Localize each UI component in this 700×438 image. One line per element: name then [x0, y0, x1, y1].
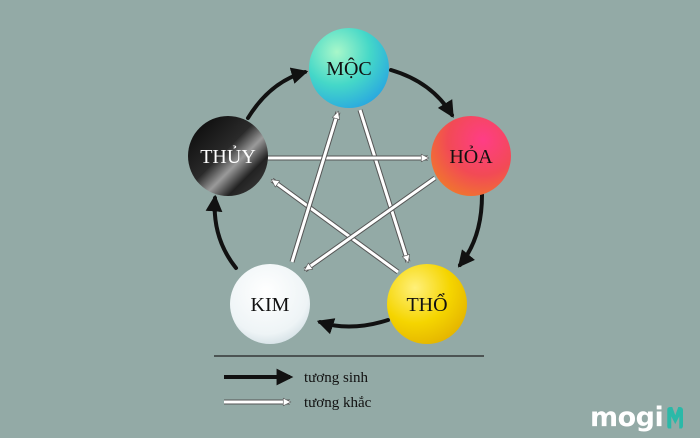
node-kim-label: KIM	[251, 294, 290, 316]
legend-generating-label: tương sinh	[304, 370, 368, 386]
generating-arrows	[205, 67, 484, 335]
arrow-tho-to-kim	[316, 318, 390, 335]
node-thuy: THỦY	[188, 116, 268, 196]
brand-mark-icon	[667, 406, 684, 429]
node-tho: THỔ	[387, 264, 467, 344]
legend-overcoming-label: tương khắc	[304, 395, 372, 411]
legend: tương sinh tương khắc	[214, 355, 484, 411]
node-moc-label: MỘC	[326, 56, 372, 80]
brand-logo: mogi	[590, 402, 684, 433]
node-hoa: HỎA	[431, 116, 511, 196]
arrow-moc-to-tho	[357, 109, 411, 264]
arrow-hoa-to-kim	[303, 175, 437, 273]
brand-text: mogi	[590, 402, 664, 433]
arrow-hoa-to-tho	[457, 193, 484, 268]
legend-overcoming: tương khắc	[224, 395, 372, 411]
arrow-kim-to-moc	[289, 110, 341, 263]
node-moc: MỘC	[309, 28, 389, 108]
node-tho-label: THỔ	[406, 292, 447, 316]
arrow-tho-to-thuy	[270, 177, 400, 275]
arrow-moc-to-hoa	[389, 68, 454, 118]
node-thuy-label: THỦY	[200, 145, 256, 168]
arrow-thuy-to-moc	[246, 67, 309, 120]
arrow-kim-to-thuy	[205, 194, 238, 270]
node-hoa-label: HỎA	[449, 145, 493, 168]
overcoming-arrows	[268, 109, 437, 275]
node-kim: KIM	[230, 264, 310, 344]
legend-generating: tương sinh	[224, 368, 368, 386]
